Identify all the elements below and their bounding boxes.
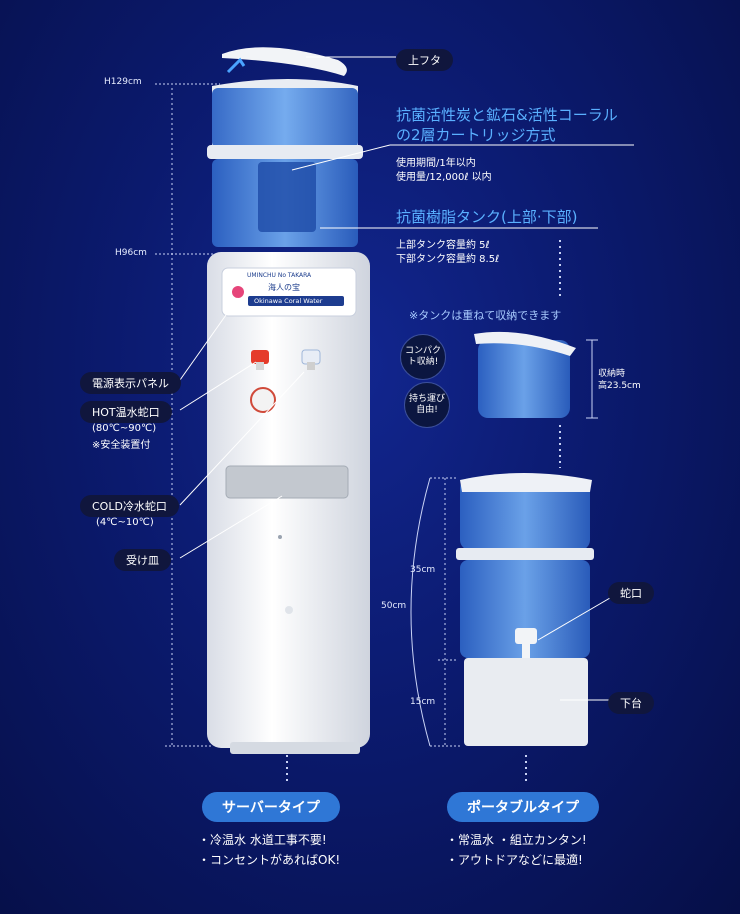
- dim-h96: H96cm: [115, 248, 147, 258]
- dim-15cm: 15cm: [410, 697, 436, 707]
- portable-feature-1: ・常温水 ・組立カンタン!: [446, 833, 587, 847]
- tank-lower-capacity: 下部タンク容量約 8.5ℓ: [396, 254, 500, 265]
- callout-panel: 電源表示パネル: [80, 372, 181, 394]
- cartridge-title-1: 抗菌活性炭と鉱石&活性コーラル: [396, 106, 618, 124]
- server-type-label: サーバータイプ: [202, 792, 340, 822]
- cartridge-period: 使用期間/1年以内: [396, 158, 476, 169]
- storage-note: ※タンクは重ねて収納できます: [409, 309, 562, 322]
- dim-35cm: 35cm: [410, 565, 436, 575]
- label-coral-water: Okinawa Coral Water: [254, 297, 323, 305]
- server-feature-1: ・冷温水 水道工事不要!: [198, 833, 327, 847]
- portable-dispenser: [410, 473, 611, 747]
- tank-title: 抗菌樹脂タンク(上部·下部): [396, 208, 578, 226]
- callout-portable-tap: 蛇口: [608, 582, 654, 604]
- hot-safety: ※安全装置付: [92, 440, 151, 451]
- badge-carry: 持ち運び自由!: [404, 382, 450, 428]
- label-brand: UMINCHU No TAKARA: [247, 272, 312, 279]
- callout-lid: 上フタ: [396, 49, 453, 71]
- stored-height-value: 高23.5cm: [598, 381, 641, 391]
- callout-cold-tap: COLD冷水蛇口: [80, 495, 179, 517]
- dim-50cm: 50cm: [381, 601, 407, 611]
- callout-lines: [179, 56, 634, 559]
- portable-type-label: ポータブルタイプ: [447, 792, 599, 822]
- badge-compact: コンパクト収納!: [400, 334, 446, 380]
- stored-height-label: 収納時: [598, 369, 626, 379]
- water-server: [207, 47, 370, 754]
- cold-temp: (4℃~10℃): [96, 517, 154, 528]
- callout-base: 下台: [608, 692, 654, 714]
- cartridge-title-2: の2層カートリッジ方式: [396, 126, 556, 144]
- tank-upper-capacity: 上部タンク容量約 5ℓ: [396, 240, 490, 251]
- dim-h129: H129cm: [104, 77, 142, 87]
- hot-temp: (80℃~90℃): [92, 423, 157, 434]
- server-dimension-lines: [155, 83, 220, 747]
- portable-feature-2: ・アウトドアなどに最適!: [446, 853, 583, 867]
- cartridge-volume: 使用量/12,000ℓ 以内: [396, 172, 492, 183]
- callout-hot-tap: HOT温水蛇口: [80, 401, 172, 423]
- label-jp-name: 海人の宝: [268, 283, 300, 292]
- callout-tray: 受け皿: [114, 549, 171, 571]
- server-feature-2: ・コンセントがあればOK!: [198, 853, 341, 867]
- stacked-tanks: [474, 240, 598, 468]
